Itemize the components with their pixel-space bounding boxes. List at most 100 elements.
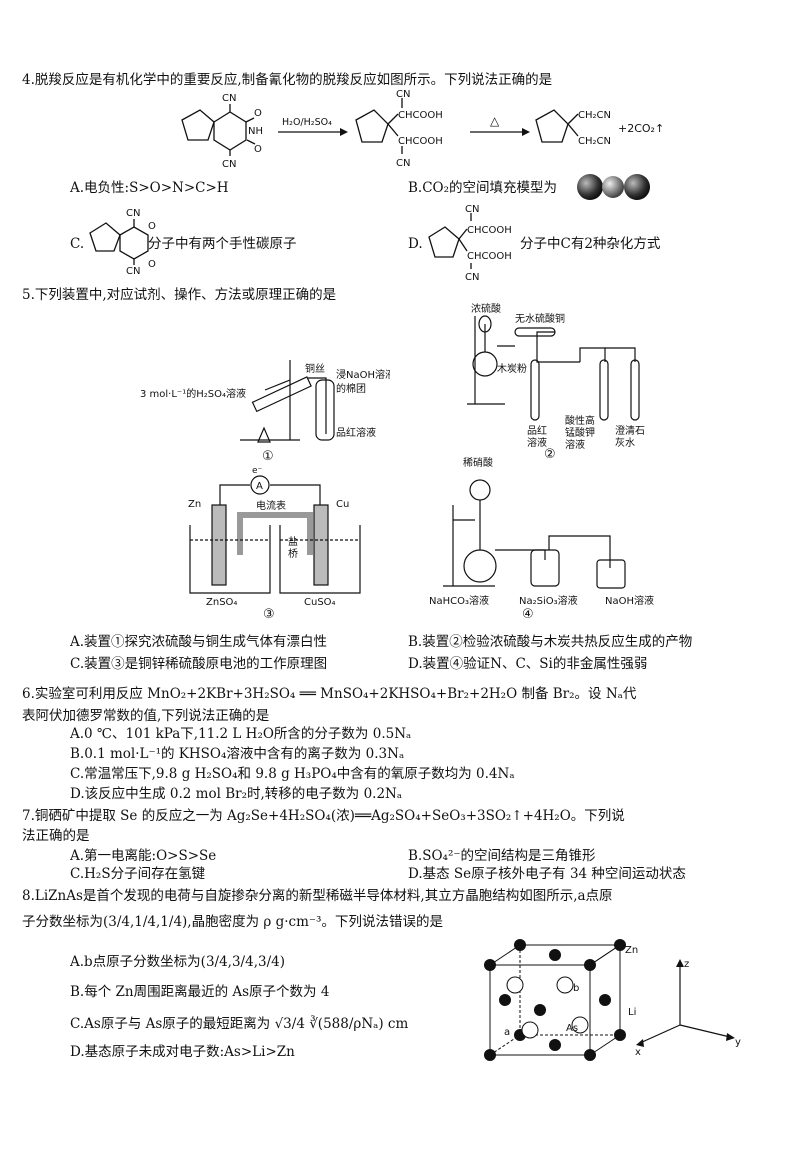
fig1-acid-label: 3 mol·L⁻¹的H₂SO₄溶液 <box>140 387 246 400</box>
q8-option-c: C.As原子与 As原子的最短距离为 √3/4 ∛(588/ρNₐ) cm <box>70 1016 409 1032</box>
q6-option-d: D.该反应中生成 0.2 mol Br₂时,转移的电子数为 0.2Nₐ <box>70 786 403 802</box>
heat-symbol: △ <box>490 114 500 128</box>
x-axis-label: x <box>635 1047 641 1055</box>
reactant-structure <box>181 104 256 156</box>
fig2-tube2-label: 锰酸钾 <box>565 426 595 439</box>
fig3-electron-label: e⁻ <box>252 466 263 476</box>
fig4-hno3-label: 稀硝酸 <box>463 456 493 469</box>
q7-option-c: C.H₂S分子间存在氢键 <box>70 866 206 882</box>
fig4-nahco3-label: NaHCO₃溶液 <box>429 594 489 607</box>
fig4-number: ④ <box>522 607 534 620</box>
q7-line2: 法正确的是 <box>22 828 90 844</box>
q6-option-a: A.0 ℃、101 kPa下,11.2 L H₂O所含的分子数为 0.5Nₐ <box>70 726 412 742</box>
q5-option-c: C.装置③是铜锌稀硫酸原电池的工作原理图 <box>70 656 328 672</box>
ch2cn-label: CH₂CN <box>578 110 611 121</box>
q4-option-c-structure: CN CN O O <box>89 208 156 275</box>
q8-option-b: B.每个 Zn周围距离最近的 As原子个数为 4 <box>70 984 330 1000</box>
fig1-naoh-label: 浸NaOH溶液 <box>336 368 390 381</box>
q6-option-b: B.0.1 mol·L⁻¹的 KHSO₄溶液中含有的离子数为 0.3Nₐ <box>70 746 405 762</box>
zn-label: Zn <box>625 945 638 956</box>
fig3-cuso4-label: CuSO₄ <box>304 597 336 608</box>
fig3-number: ③ <box>263 607 275 620</box>
z-axis-label: z <box>684 959 689 970</box>
q7-option-d: D.基态 Se原子核外电子有 34 种空间运动状态 <box>408 866 686 882</box>
fig3-bridge-label: 盐 <box>288 535 298 548</box>
cn-label: CN <box>465 272 479 283</box>
co2-label: +2CO₂↑ <box>618 122 664 135</box>
q6-line1: 6.实验室可利用反应 MnO₂+2KBr+3H₂SO₄ ══ MnSO₄+2KH… <box>22 686 637 702</box>
fig2-carbon-label: 木炭粉 <box>497 362 527 375</box>
q4-option-c: 分子中有两个手性碳原子 <box>148 236 297 252</box>
q4-option-d-prefix: D. <box>408 236 423 252</box>
chcooh-label: CHCOOH <box>467 225 512 236</box>
fig1-number: ① <box>262 449 274 464</box>
a-point-label: a <box>504 1027 510 1038</box>
q4-option-d-structure: CN CHCOOH CHCOOH CN <box>428 204 512 283</box>
fig1-red-label: 品红溶液 <box>336 426 376 439</box>
cn-label: CN <box>222 159 236 170</box>
chcooh-label: CHCOOH <box>398 110 443 121</box>
fig2-number: ② <box>544 447 556 460</box>
fig2-acid-label: 浓硫酸 <box>471 302 501 315</box>
crystal-cell: Zn Li As a b <box>484 939 638 1061</box>
q6-line2: 表阿伏加德罗常数的值,下列说法正确的是 <box>22 708 270 724</box>
fig3-zn-label: Zn <box>188 499 201 510</box>
reagent-label: H₂O/H₂SO₄ <box>282 117 332 128</box>
o-label: O <box>254 144 262 155</box>
q4-option-a: A.电负性:S>O>N>C>H <box>70 180 229 196</box>
apparatus-3: A e⁻ Zn Cu 电流表 盐 桥 ZnSO₄ CuSO₄ ③ <box>188 466 361 620</box>
fig2-tube2-label: 溶液 <box>565 438 585 451</box>
q5-option-a: A.装置①探究浓硫酸与铜生成气体有漂白性 <box>70 634 328 650</box>
fig2-tube3-label: 澄清石 <box>615 424 645 437</box>
fig2-tube2-label: 酸性高 <box>565 414 595 427</box>
fig2-cuso4-label: 无水硫酸铜 <box>515 312 565 325</box>
fig3-meter-symbol: A <box>256 481 263 492</box>
cn-label: CN <box>396 158 410 169</box>
q7-option-b: B.SO₄²⁻的空间结构是三角锥形 <box>408 848 596 864</box>
fig4-na2sio3-label: Na₂SiO₃溶液 <box>519 594 578 607</box>
fig2-tube1-label: 溶液 <box>527 436 547 449</box>
fig3-cu-label: Cu <box>336 499 349 510</box>
fig1-cotton-label: 的棉团 <box>336 382 366 395</box>
q6-option-c: C.常温常压下,9.8 g H₂SO₄和 9.8 g H₃PO₄中含有的氧原子数… <box>70 766 515 782</box>
fig4-naoh-label: NaOH溶液 <box>605 594 654 607</box>
y-axis-label: y <box>735 1037 741 1048</box>
q5-stem: 5.下列装置中,对应试剂、操作、方法或原理正确的是 <box>22 287 337 303</box>
q5-option-d: D.装置④验证N、C、Si的非金属性强弱 <box>408 656 648 672</box>
q4-option-d: 分子中C有2种杂化方式 <box>520 236 661 252</box>
o-label: O <box>148 259 156 270</box>
q4-reaction-scheme: CN CN O NH O H₂O/H₂SO₄ CN CHCOOH CHCOOH … <box>181 90 664 170</box>
cn-label: CN <box>465 204 479 215</box>
q4-option-b: B.CO₂的空间填充模型为 <box>408 180 558 196</box>
li-label: Li <box>628 1007 636 1018</box>
cn-label: CN <box>126 208 140 219</box>
q7-option-a: A.第一电离能:O>S>Se <box>70 848 217 864</box>
apparatus-2: 浓硫酸 无水硫酸铜 木炭粉 品红 溶液 酸性高 锰酸钾 溶液 澄清石 灰水 ② <box>467 302 645 460</box>
fig3-bridge-label: 桥 <box>288 548 298 560</box>
q5-option-b: B.装置②检验浓硫酸与木炭共热反应生成的产物 <box>408 634 693 650</box>
apparatus-1: 3 mol·L⁻¹的H₂SO₄溶液 铜丝 浸NaOH溶液 的棉团 品红溶液 ① <box>140 360 390 464</box>
fig1-wire-label: 铜丝 <box>305 363 325 375</box>
q8-option-d: D.基态原子未成对电子数:As>Li>Zn <box>70 1044 295 1060</box>
ch2cn-label: CH₂CN <box>578 136 611 147</box>
cn-label: CN <box>126 266 140 275</box>
chcooh-label: CHCOOH <box>398 136 443 147</box>
q7-line1: 7.铜硒矿中提取 Se 的反应之一为 Ag₂Se+4H₂SO₄(浓)══Ag₂S… <box>22 808 625 824</box>
q4-option-c-prefix: C. <box>70 236 85 252</box>
apparatus-4: 稀硝酸 NaHCO₃溶液 Na₂SiO₃溶液 NaOH溶液 ④ <box>429 456 654 620</box>
fig3-meter-label: 电流表 <box>256 499 286 512</box>
q8-line1: 8.LiZnAs是首个发现的电荷与自旋掺杂分离的新型稀磁半导体材料,其立方晶胞结… <box>22 888 613 904</box>
intermediate-structure <box>355 98 403 154</box>
reaction-arrow <box>470 128 530 136</box>
product-structure <box>535 109 579 143</box>
chcooh-label: CHCOOH <box>467 251 512 262</box>
as-label: As <box>566 1023 578 1034</box>
fig3-znso4-label: ZnSO₄ <box>206 597 237 608</box>
o-label: O <box>254 108 262 119</box>
nh-label: NH <box>248 126 263 137</box>
q8-option-a: A.b点原子分数坐标为(3/4,3/4,3/4) <box>70 954 285 970</box>
reaction-arrow <box>278 128 348 136</box>
fig2-tube3-label: 灰水 <box>615 436 635 449</box>
cn-label: CN <box>222 93 236 104</box>
cn-label: CN <box>396 90 410 100</box>
